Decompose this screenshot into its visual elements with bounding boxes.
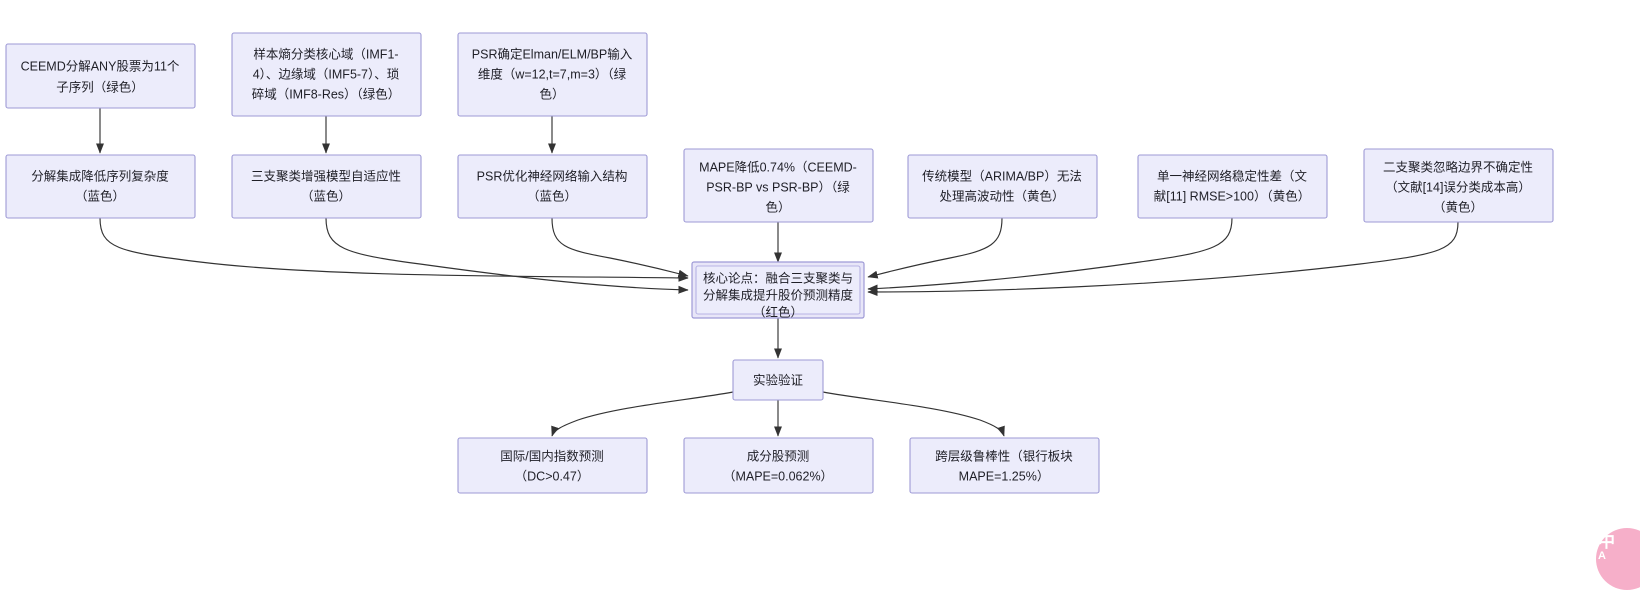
node-gap-two-way-line-2: （黄色） xyxy=(1433,199,1483,214)
node-method-psr-line-0: PSR确定Elman/ELM/BP输入 xyxy=(472,46,633,61)
node-method-ceemd[interactable]: CEEMD分解ANY股票为11个 子序列（绿色） xyxy=(5,43,196,109)
edge-finding-three-way-to-core xyxy=(325,217,689,294)
node-evidence-mape-line-0: MAPE降低0.74%（CEEMD- xyxy=(699,160,857,174)
node-result-index-line-0: 国际/国内指数预测 xyxy=(500,448,603,463)
node-finding-psr-line-0: PSR优化神经网络输入结构 xyxy=(477,168,628,183)
node-gap-two-way-line-1: （文献[14]误分类成本高） xyxy=(1385,179,1531,194)
node-layer: CEEMD分解ANY股票为11个 子序列（绿色） 样本熵分类核心域（IMF1- … xyxy=(5,32,1554,494)
node-gap-traditional-line-0: 传统模型（ARIMA/BP）无法 xyxy=(922,168,1082,183)
node-gap-single-nn-line-1: 献[11] RMSE>100）（黄色） xyxy=(1154,188,1310,203)
node-gap-single-nn[interactable]: 单一神经网络稳定性差（文 献[11] RMSE>100）（黄色） xyxy=(1137,154,1328,219)
node-finding-psr-line-1: （蓝色） xyxy=(527,188,577,203)
node-method-ceemd-line-0: CEEMD分解ANY股票为11个 xyxy=(21,59,180,73)
node-experiment-line-0: 实验验证 xyxy=(753,372,804,387)
flowchart-svg: CEEMD分解ANY股票为11个 子序列（绿色） 样本熵分类核心域（IMF1- … xyxy=(5,32,1554,494)
node-gap-two-way-line-0: 二支聚类忽略边界不确定性 xyxy=(1383,159,1533,174)
node-result-constituent-line-0: 成分股预测 xyxy=(747,449,810,463)
node-result-robust-line-0: 跨层级鲁棒性（银行板块 xyxy=(935,449,1073,463)
edge-gap-two-way-to-core xyxy=(867,221,1459,297)
node-result-robust[interactable]: 跨层级鲁棒性（银行板块 MAPE=1.25%） xyxy=(909,437,1100,494)
node-method-psr-line-1: 维度（w=12,t=7,m=3）（绿 xyxy=(478,66,627,81)
node-finding-three-way-line-0: 三支聚类增强模型自适应性 xyxy=(251,168,401,183)
node-result-constituent[interactable]: 成分股预测 （MAPE=0.062%） xyxy=(683,437,874,494)
node-finding-psr[interactable]: PSR优化神经网络输入结构 （蓝色） xyxy=(457,154,648,219)
node-core-claim-line-2: （红色） xyxy=(753,304,803,319)
flowchart-canvas: CEEMD分解ANY股票为11个 子序列（绿色） 样本熵分类核心域（IMF1- … xyxy=(5,32,1640,590)
edge-layer xyxy=(95,108,1459,437)
node-experiment[interactable]: 实验验证 xyxy=(732,359,824,401)
edge-finding-decomp-to-core xyxy=(99,217,689,282)
node-finding-decomp[interactable]: 分解集成降低序列复杂度 （蓝色） xyxy=(5,154,196,219)
node-evidence-mape-line-2: 色） xyxy=(765,199,790,214)
edge-experiment-to-result-robust xyxy=(822,391,1005,437)
node-gap-traditional[interactable]: 传统模型（ARIMA/BP）无法 处理高波动性（黄色） xyxy=(907,154,1098,219)
node-result-index[interactable]: 国际/国内指数预测 （DC>0.47） xyxy=(457,437,648,494)
node-result-index-line-1: （DC>0.47） xyxy=(515,469,590,483)
node-method-psr[interactable]: PSR确定Elman/ELM/BP输入 维度（w=12,t=7,m=3）（绿 色… xyxy=(457,32,648,117)
node-gap-two-way[interactable]: 二支聚类忽略边界不确定性 （文献[14]误分类成本高） （黄色） xyxy=(1363,148,1554,223)
node-gap-traditional-line-1: 处理高波动性（黄色） xyxy=(939,188,1064,203)
node-core-claim-line-0: 核心论点：融合三支聚类与 xyxy=(703,270,853,285)
node-method-entropy-line-0: 样本熵分类核心域（IMF1- xyxy=(253,46,398,61)
edge-gap-traditional-to-core xyxy=(867,217,1003,279)
node-evidence-mape[interactable]: MAPE降低0.74%（CEEMD- PSR-BP vs PSR-BP）（绿 色… xyxy=(683,148,874,223)
node-result-constituent-line-1: （MAPE=0.062%） xyxy=(723,469,833,483)
node-core-claim-line-1: 分解集成提升股价预测精度 xyxy=(703,287,854,302)
node-gap-single-nn-line-0: 单一神经网络稳定性差（文 xyxy=(1157,168,1308,183)
node-method-ceemd-line-1: 子序列（绿色） xyxy=(56,79,144,94)
edge-gap-single-nn-to-core xyxy=(867,217,1233,293)
node-method-psr-line-2: 色） xyxy=(539,86,564,101)
edge-finding-psr-to-core xyxy=(551,217,689,278)
node-finding-three-way-line-1: （蓝色） xyxy=(301,188,351,203)
node-method-entropy-line-2: 碎域（IMF8-Res）（绿色） xyxy=(252,86,401,101)
node-result-robust-line-1: MAPE=1.25%） xyxy=(959,469,1050,483)
node-finding-decomp-line-1: （蓝色） xyxy=(75,188,125,203)
node-finding-three-way[interactable]: 三支聚类增强模型自适应性 （蓝色） xyxy=(231,154,422,219)
node-evidence-mape-line-1: PSR-BP vs PSR-BP）（绿 xyxy=(706,179,850,194)
node-core-claim[interactable]: 核心论点：融合三支聚类与 分解集成提升股价预测精度 （红色） xyxy=(691,261,865,319)
node-method-entropy[interactable]: 样本熵分类核心域（IMF1- 4）、边缘域（IMF5-7）、琐 碎域（IMF8-… xyxy=(231,32,422,117)
node-method-entropy-line-1: 4）、边缘域（IMF5-7）、琐 xyxy=(253,66,400,81)
node-finding-decomp-line-0: 分解集成降低序列复杂度 xyxy=(31,168,169,183)
edge-experiment-to-result-index xyxy=(551,391,734,437)
